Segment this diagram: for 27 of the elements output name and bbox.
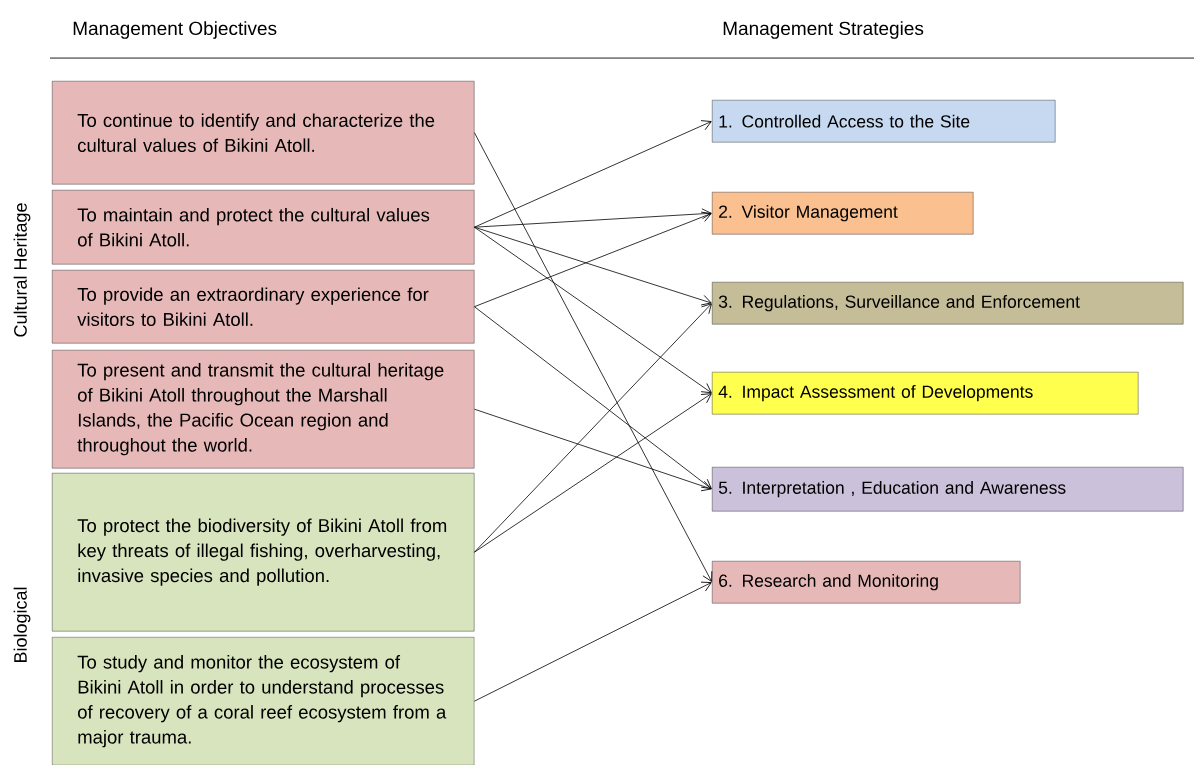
strategy-box: 1. Controlled Access to the Site bbox=[712, 100, 1056, 143]
arrow bbox=[474, 393, 712, 553]
side-label: Biological bbox=[13, 587, 31, 663]
objective-box: To maintain and protect the cultural values of Bikini Atoll. bbox=[52, 190, 475, 265]
arrow bbox=[474, 132, 713, 582]
strategy-box: 5. Interpretation , Education and Awareness bbox=[712, 467, 1184, 512]
strategy-box: 4. Impact Assessment of Developments bbox=[712, 372, 1139, 415]
objective-box: To protect the biodiversity of Bikini Atoll from key threats of illegal fishing, overharvesting, invasive species and pollution. bbox=[52, 473, 475, 632]
arrow bbox=[474, 211, 712, 308]
strategy-box: 2. Visitor Management bbox=[712, 192, 974, 235]
arrow bbox=[474, 303, 712, 553]
arrow bbox=[474, 208, 712, 228]
arrow bbox=[474, 120, 712, 228]
arrow bbox=[474, 306, 712, 490]
arrow bbox=[474, 226, 712, 306]
heading: Management Strategies bbox=[723, 21, 924, 39]
objective-box: To provide an extraordinary experience for visitors to Bikini Atoll. bbox=[52, 270, 475, 344]
objective-box: To study and monitor the ecosystem of Bikini Atoll in order to understand processes of recovery of a coral reef ecosystem from a major trauma. bbox=[52, 637, 475, 765]
heading: Management Objectives bbox=[73, 21, 277, 39]
objective-box: To continue to identify and characterize the cultural values of Bikini Atoll. bbox=[52, 81, 475, 185]
arrow bbox=[474, 408, 712, 492]
strategy-box: 3. Regulations, Surveillance and Enforcement bbox=[712, 282, 1184, 325]
objective-box: To present and transmit the cultural heritage of Bikini Atoll throughout the Marshall Islands, the Pacific Ocean region and throughout the world. bbox=[52, 350, 475, 469]
side-label: Cultural Heritage bbox=[13, 203, 31, 337]
arrow bbox=[474, 226, 712, 394]
strategy-box: 6. Research and Monitoring bbox=[712, 561, 1021, 604]
arrow bbox=[474, 581, 712, 702]
